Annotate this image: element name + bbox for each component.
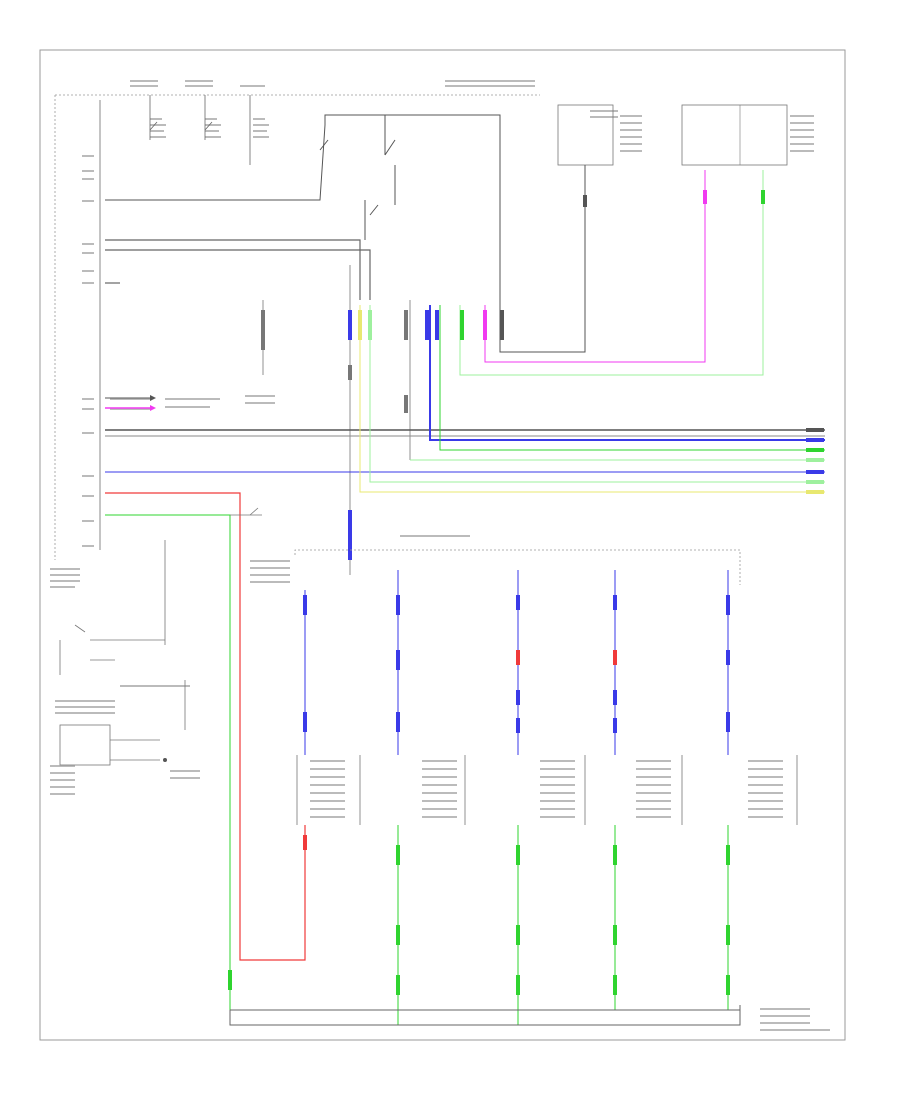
diagram-frame: [39, 49, 846, 1041]
top-relay-stubs: [149, 95, 251, 165]
column-2: [396, 570, 466, 1025]
wire-module-a: [499, 165, 586, 353]
connector-red: [303, 835, 307, 850]
wire-light-green: [459, 170, 764, 376]
wire-green-ground: [105, 514, 231, 1010]
middle-connector-stubs: [261, 265, 504, 575]
module-right-a: [557, 104, 614, 166]
module-right-b: [681, 104, 788, 166]
switch-lever: [249, 507, 259, 516]
left-signal-arrows: [105, 395, 156, 411]
column-1: [296, 590, 361, 825]
connector-ground: [228, 970, 232, 990]
ground-terminal: [163, 758, 167, 762]
ground-bus: [229, 1005, 741, 1026]
switch-cluster: [105, 114, 501, 305]
left-lower-components: [59, 540, 186, 766]
connector-mark: [583, 195, 587, 207]
harness-end-marks: [806, 428, 824, 494]
main-harness: [105, 305, 825, 493]
column-3: [516, 570, 586, 1025]
upper-harness: [105, 239, 371, 300]
connector-pink: [703, 190, 707, 204]
wire-pink: [484, 170, 706, 363]
column-4: [613, 570, 683, 1010]
column-5: [726, 570, 798, 1010]
connector-green: [761, 190, 765, 204]
wire-red: [105, 492, 306, 961]
fine-print-marks: [50, 80, 830, 1031]
